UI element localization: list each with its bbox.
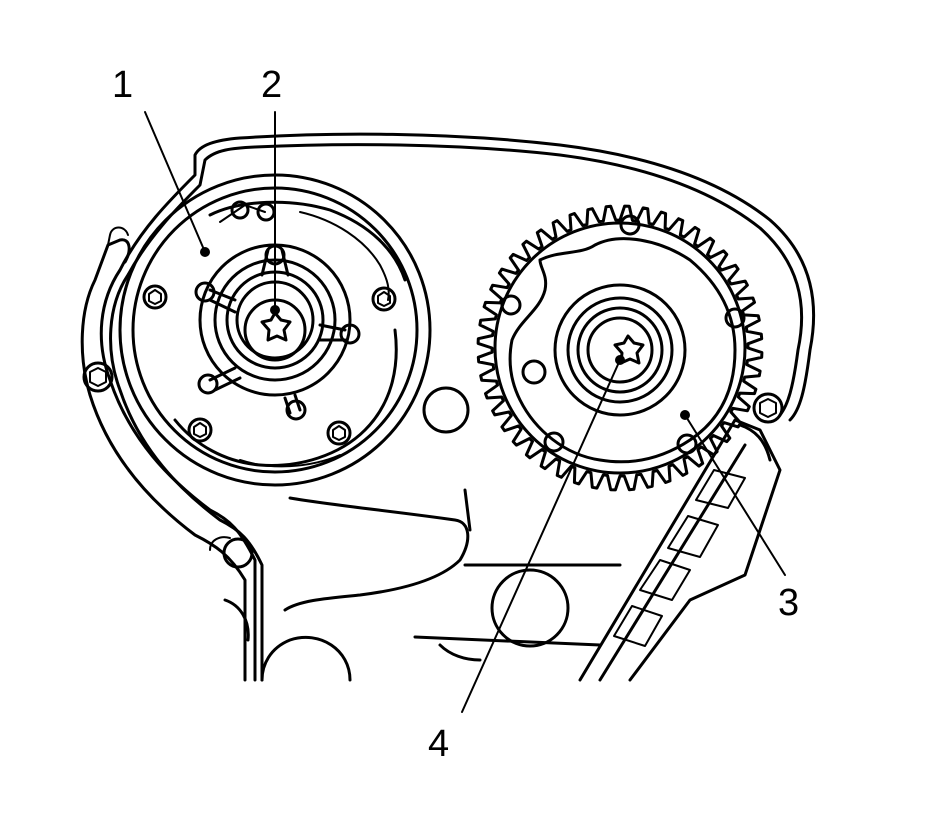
engine-housing (80, 132, 816, 682)
callout-2: 2 (261, 64, 282, 106)
housing-hole (422, 386, 470, 434)
housing-bolt-right (752, 392, 784, 424)
sprocket-teeth (476, 204, 764, 492)
housing-bolt-left (82, 361, 114, 393)
right-sprocket-bolts (500, 214, 746, 455)
callout-4: 4 (428, 723, 449, 765)
sprocket-tooth-ring (476, 204, 764, 492)
chain-guide (578, 418, 782, 682)
lower-housing (209, 488, 622, 682)
callout-leaders (144, 111, 786, 713)
left-actuator-bolts (142, 200, 397, 446)
callout-1: 1 (112, 64, 133, 106)
callout-3: 3 (778, 582, 799, 624)
